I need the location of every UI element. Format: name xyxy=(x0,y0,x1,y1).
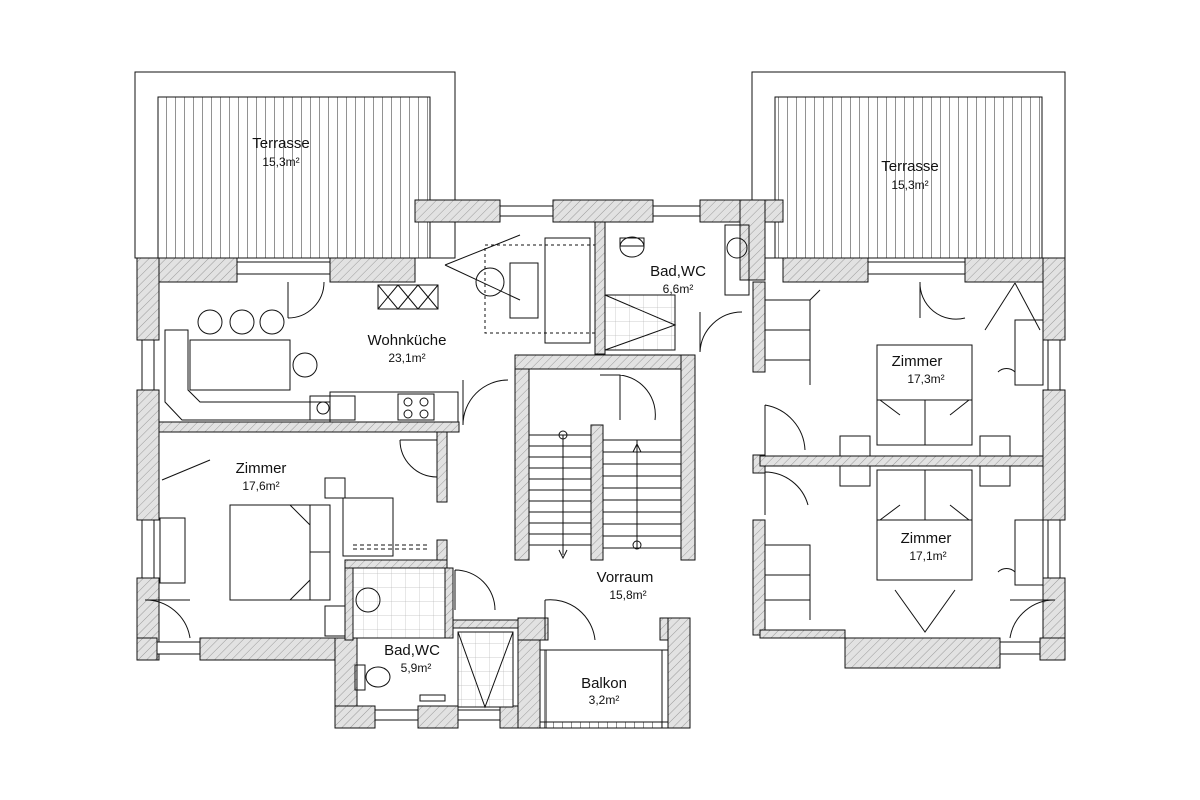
terrasse-right xyxy=(751,71,1066,259)
label-balkon: Balkon xyxy=(581,675,627,692)
area-zimmer-right-top: 17,3m² xyxy=(907,372,944,386)
label-wohnkueche: Wohnküche xyxy=(368,332,447,349)
label-zimmer-right-bottom: Zimmer xyxy=(901,530,952,547)
doors xyxy=(144,281,1056,641)
label-zimmer-right-top: Zimmer xyxy=(892,353,943,370)
furniture xyxy=(159,224,1044,709)
area-terrasse-left: 15,3m² xyxy=(262,155,299,169)
labels: Terrasse 15,3m² Terrasse 15,3m² Wohnküch… xyxy=(236,135,952,707)
label-vorraum: Vorraum xyxy=(597,569,654,586)
label-bad-wc-bottom: Bad,WC xyxy=(384,642,440,659)
area-zimmer-left: 17,6m² xyxy=(242,479,279,493)
area-vorraum: 15,8m² xyxy=(609,588,646,602)
area-bad-wc-top: 6,6m² xyxy=(663,282,694,296)
label-bad-wc-top: Bad,WC xyxy=(650,263,706,280)
area-balkon: 3,2m² xyxy=(589,693,620,707)
area-bad-wc-bottom: 5,9m² xyxy=(401,661,432,675)
terrasse-left xyxy=(134,71,456,259)
walls xyxy=(136,199,1066,729)
area-zimmer-right-bottom: 17,1m² xyxy=(909,549,946,563)
area-terrasse-right: 15,3m² xyxy=(891,178,928,192)
windows xyxy=(141,205,1061,721)
label-terrasse-left: Terrasse xyxy=(252,135,310,152)
label-zimmer-left: Zimmer xyxy=(236,460,287,477)
area-wohnkueche: 23,1m² xyxy=(388,351,425,365)
label-terrasse-right: Terrasse xyxy=(881,158,939,175)
balkon xyxy=(539,649,669,729)
